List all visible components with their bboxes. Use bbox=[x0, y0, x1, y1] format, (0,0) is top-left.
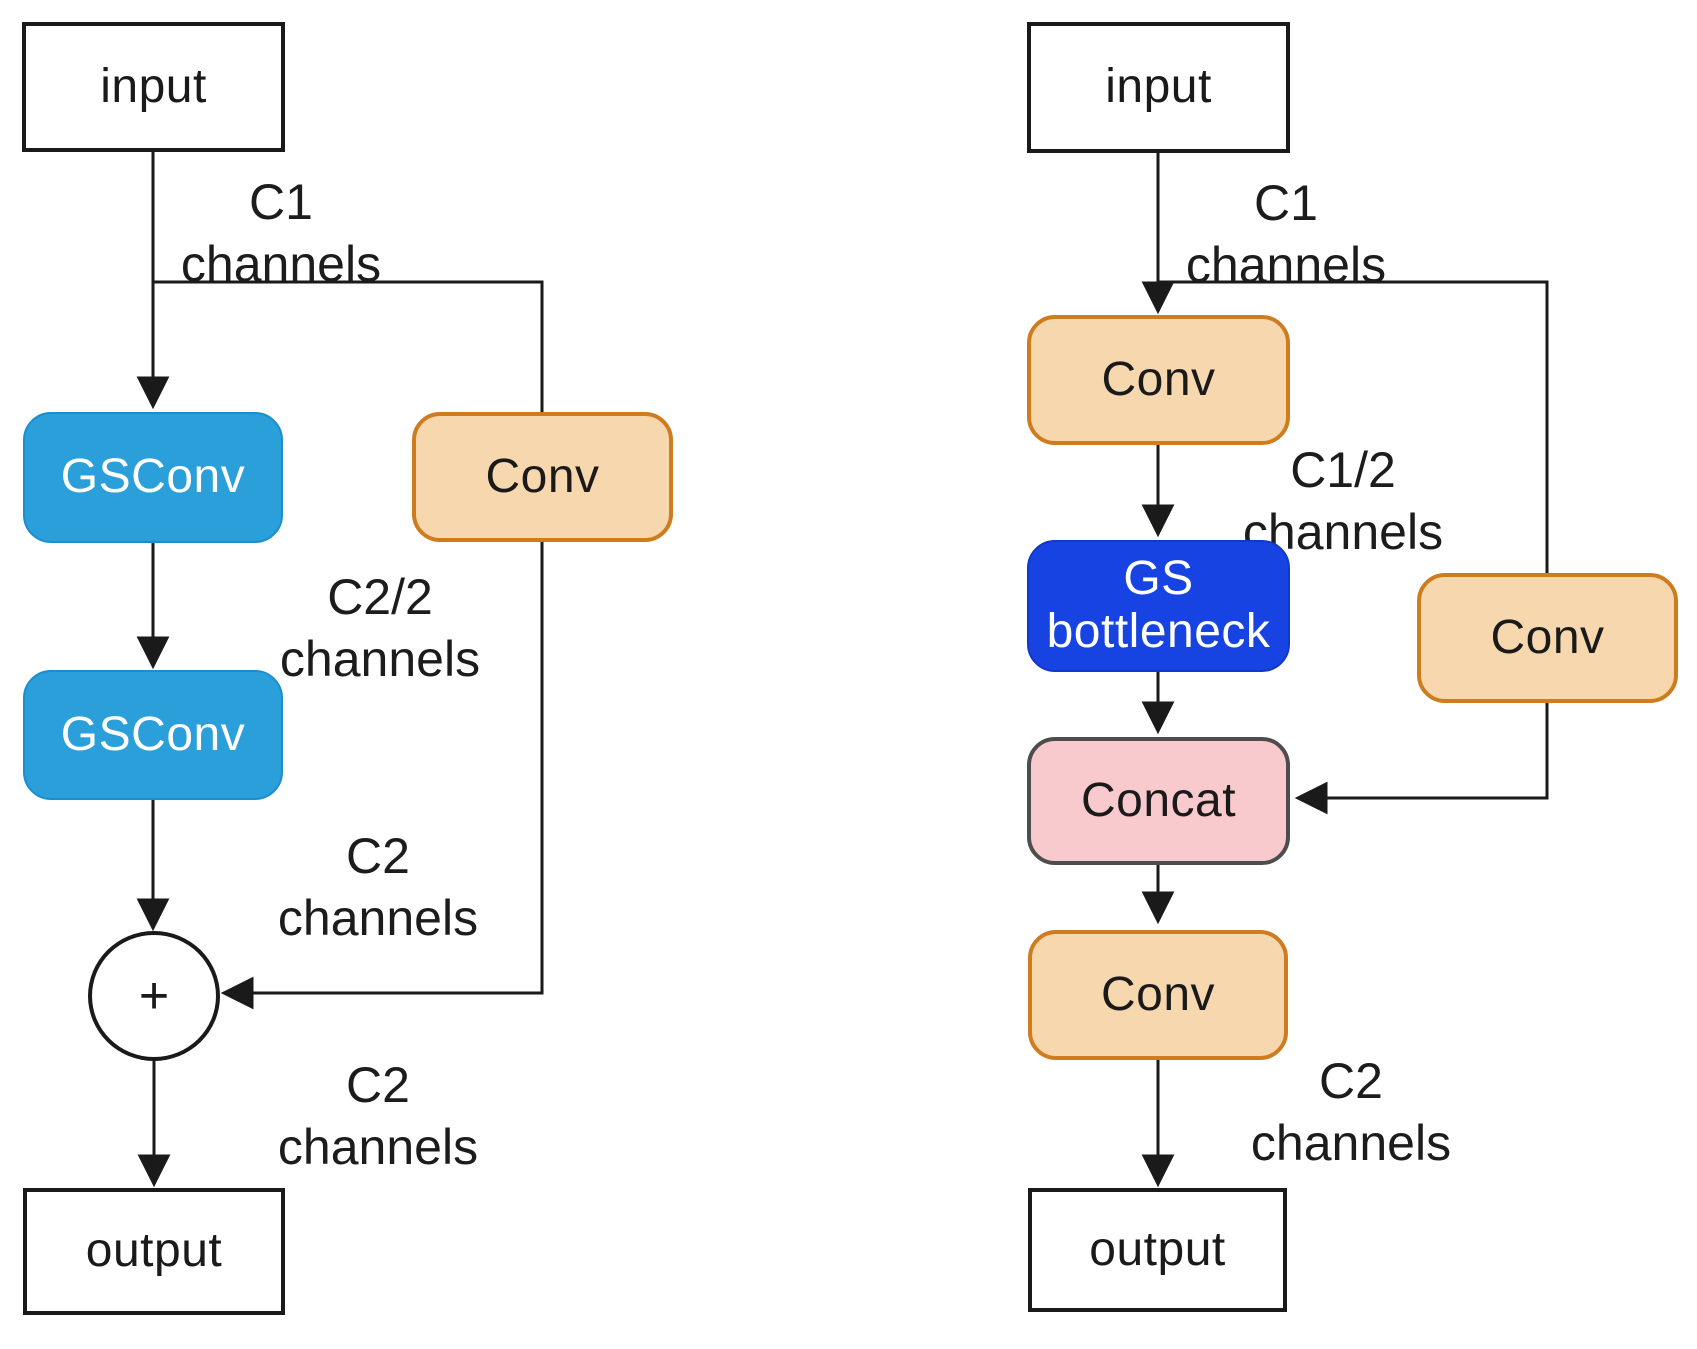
right-output-box: output bbox=[1028, 1188, 1287, 1312]
add-node: + bbox=[88, 931, 220, 1061]
right-c1-channels-label: C1 channels bbox=[1185, 175, 1387, 293]
arrow-left-conv-to-plus bbox=[220, 542, 544, 1010]
right-conv-branch-box: Conv bbox=[1417, 573, 1678, 703]
line-right-branch-to-conv bbox=[1158, 280, 1549, 573]
left-output-box: output bbox=[23, 1188, 285, 1315]
gs-bottleneck-box: GS bottleneck bbox=[1027, 540, 1290, 672]
line-left-branch-to-conv bbox=[153, 280, 544, 412]
right-c1-half-channels-label: C1/2 channels bbox=[1242, 442, 1444, 560]
left-input-label: input bbox=[100, 59, 207, 113]
left-c2-half-channels-label: C2/2 channels bbox=[279, 569, 481, 687]
left-input-box: input bbox=[22, 22, 285, 152]
right-c2-channels-label: C2 channels bbox=[1250, 1053, 1452, 1171]
left-output-label: output bbox=[85, 1224, 223, 1278]
right-conv-bottom-box: Conv bbox=[1028, 930, 1288, 1060]
gs-bottleneck-label: GS bottleneck bbox=[1046, 552, 1271, 658]
left-conv-label: Conv bbox=[485, 449, 600, 503]
plus-sign: + bbox=[138, 967, 170, 1025]
right-input-label: input bbox=[1105, 60, 1212, 114]
right-conv-branch-label: Conv bbox=[1490, 610, 1605, 664]
left-gsconv2-box: GSConv bbox=[23, 670, 283, 800]
right-conv-top-label: Conv bbox=[1101, 352, 1216, 406]
right-conv-bottom-label: Conv bbox=[1100, 967, 1216, 1021]
arrow-right-conv-to-concat bbox=[1294, 703, 1549, 815]
right-output-label: output bbox=[1089, 1222, 1226, 1276]
right-input-box: input bbox=[1027, 22, 1290, 153]
left-gsconv2-label: GSConv bbox=[60, 707, 246, 761]
left-gsconv1-label: GSConv bbox=[60, 450, 246, 504]
left-c2-channels-label-top: C2 channels bbox=[277, 828, 479, 946]
right-conv-top-box: Conv bbox=[1027, 315, 1290, 445]
concat-box: Concat bbox=[1027, 737, 1290, 865]
left-c2-channels-label-bottom: C2 channels bbox=[277, 1057, 479, 1175]
concat-label: Concat bbox=[1080, 773, 1237, 827]
left-conv-box: Conv bbox=[412, 412, 673, 542]
left-gsconv1-box: GSConv bbox=[23, 412, 283, 543]
left-c1-channels-label: C1 channels bbox=[180, 174, 382, 292]
